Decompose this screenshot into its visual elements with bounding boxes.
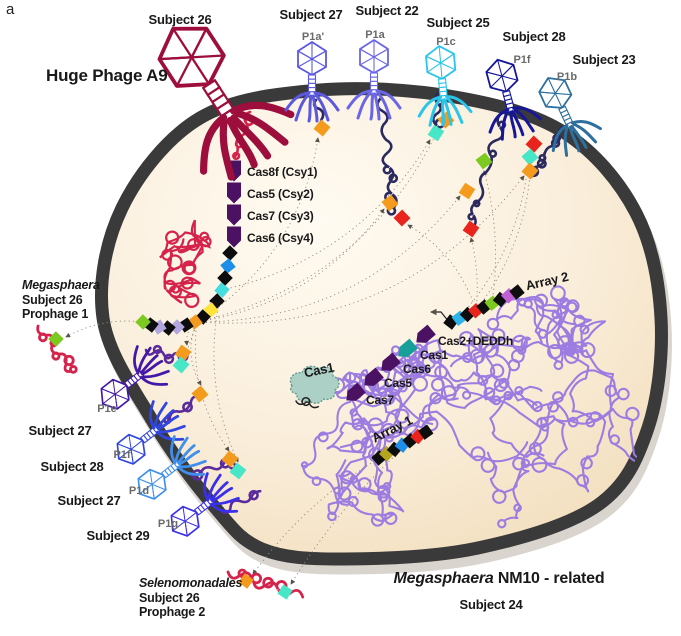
operon-cas7-label: Cas7 [366,393,394,407]
subject-label-p1d: Subject 27 [57,493,121,508]
cas5-csy2-label: Cas5 (Csy2) [247,187,314,201]
operon-cas2-deddh-label: Cas2+DEDDh [438,334,514,348]
host-genus: Megasphaera [393,570,494,587]
phage-p1d [137,435,207,500]
cas8f-label: Cas8f (Csy1) [247,165,318,179]
phage-label-p1e: P1e [97,403,117,415]
injected-genome-p1g [220,489,262,515]
injected-genome-p1f_left [156,385,209,428]
phage-p1f_top [485,58,542,141]
subject-label-p1f-left: Subject 28 [40,459,104,474]
prophage2-fragment [226,568,305,600]
phage-label-p1a: P1a [365,29,385,41]
phage-p1e [100,345,170,410]
phage-p1c [417,45,473,127]
phage-p1b [538,77,602,157]
phage-p1a_prime [284,41,340,123]
phage-label-p1f-top: P1f [513,54,531,66]
cas-system-1-genes [227,160,241,248]
prophage2-subject: Subject 26 [139,590,200,605]
crispr-array-2 [443,284,525,330]
prophage2-genus: Selenomonadales [139,576,243,590]
phage-label-p1g: P1g [157,518,179,530]
huge-phage-subject-label: Subject 26 [148,12,212,27]
cell-membrane [95,82,668,566]
prophage1-subject: Subject 26 [22,292,83,307]
phage-label-p1f-left: P1f [113,449,131,461]
phage-label-p1d: P1d [128,485,150,497]
cas7-csy3-label: Cas7 (Csy3) [247,209,314,223]
cas1-protein-blob [289,365,340,409]
chromosome-nucleoid [300,285,642,529]
injected-genome-p1f_top [458,110,507,238]
prophage1-fragment [36,324,78,374]
prophage1-name: Prophage 1 [22,307,89,321]
operon-cas1-label: Cas1 [420,348,448,362]
injected-genome-p1d [188,450,247,481]
phage-p1f_left [116,400,186,465]
prophage1-label: Megasphaera Subject 26 Prophage 1 [22,278,100,322]
subject-label-p1g: Subject 29 [86,528,150,543]
injected-genome-p1e [144,344,192,374]
host-rest: NM10 - related [493,570,605,587]
injected-genome-p1a [376,96,411,227]
left-crispr-array [135,245,238,336]
operon-cas6-label: Cas6 [403,362,431,376]
huge-phage-name-label: Huge Phage A9 [46,66,168,85]
subject-label-p1a: Subject 22 [355,3,419,18]
crrna-transcripts [159,219,212,308]
operon-cas5-label: Cas5 [384,376,412,390]
phage-p1a [346,39,402,121]
host-title: Megasphaera NM10 - related [394,570,605,588]
phage-label-p1c: P1c [436,36,456,48]
phage-huge-a9 [157,26,295,181]
panel-letter: a [6,1,15,18]
phage-label-p1b: P1b [556,71,578,83]
promoter-arrow [429,308,450,323]
injected-genome-p1b [521,124,568,180]
crispr-array-1 [371,424,434,466]
host-subject-label: Subject 24 [459,597,523,612]
subject-label-p1f-top: Subject 28 [502,29,566,44]
prophage1-genus: Megasphaera [22,278,100,292]
subject-label-p1e: Subject 27 [28,423,92,438]
subject-label-p1c: Subject 25 [426,15,490,30]
prophage2-name: Prophage 2 [139,605,206,619]
cas-system-2-operon [346,308,450,401]
subject-label-p1a-prime: Subject 27 [279,7,343,22]
phage-p1g [170,472,240,537]
cas6-csy4-label: Cas6 (Csy4) [247,231,314,245]
subject-label-p1b: Subject 23 [572,52,636,67]
prophage2-label: Selenomonadales Subject 26 Prophage 2 [139,576,242,620]
phage-label-p1a-prime: P1a' [301,31,325,43]
